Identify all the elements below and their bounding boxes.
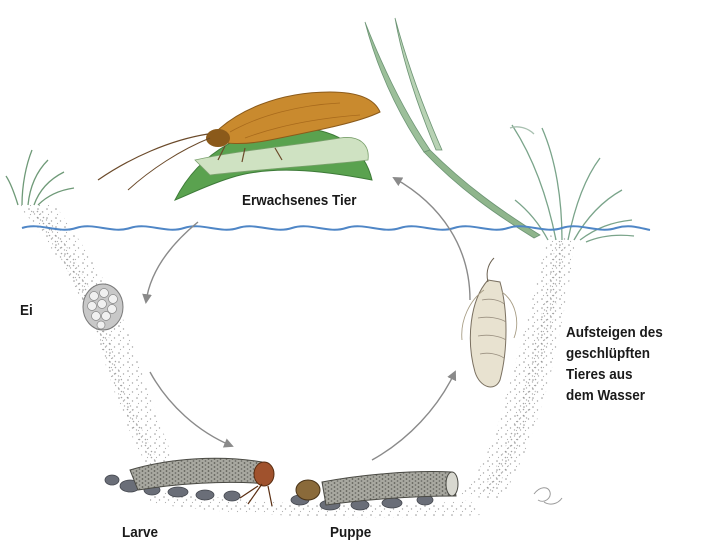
egg-mass-icon <box>83 284 123 330</box>
artist-signature-icon <box>534 488 562 504</box>
label-pupa: Puppe <box>330 522 371 543</box>
label-emerging: Aufsteigen des geschlüpften Tieres aus d… <box>566 322 663 406</box>
label-emerging-line: Tieres aus <box>566 364 663 385</box>
emerging-pupa-icon <box>462 258 517 387</box>
arrow-emerging-to-adult <box>394 178 470 300</box>
arrow-adult-to-egg <box>146 222 198 302</box>
right-reeds <box>510 125 634 242</box>
label-egg: Ei <box>20 300 33 321</box>
water-surface <box>22 226 650 230</box>
caddisfly-moth-icon <box>98 92 380 200</box>
cycle-arrows <box>146 178 470 460</box>
left-grass <box>6 150 74 205</box>
label-emerging-line: dem Wasser <box>566 385 663 406</box>
left-bank <box>18 205 185 488</box>
label-adult: Erwachsenes Tier <box>242 190 357 211</box>
label-emerging-line: Aufsteigen des <box>566 322 663 343</box>
arrow-pupa-to-emerging <box>372 372 455 460</box>
label-emerging-line: geschlüpften <box>566 343 663 364</box>
label-larva: Larve <box>122 522 158 543</box>
